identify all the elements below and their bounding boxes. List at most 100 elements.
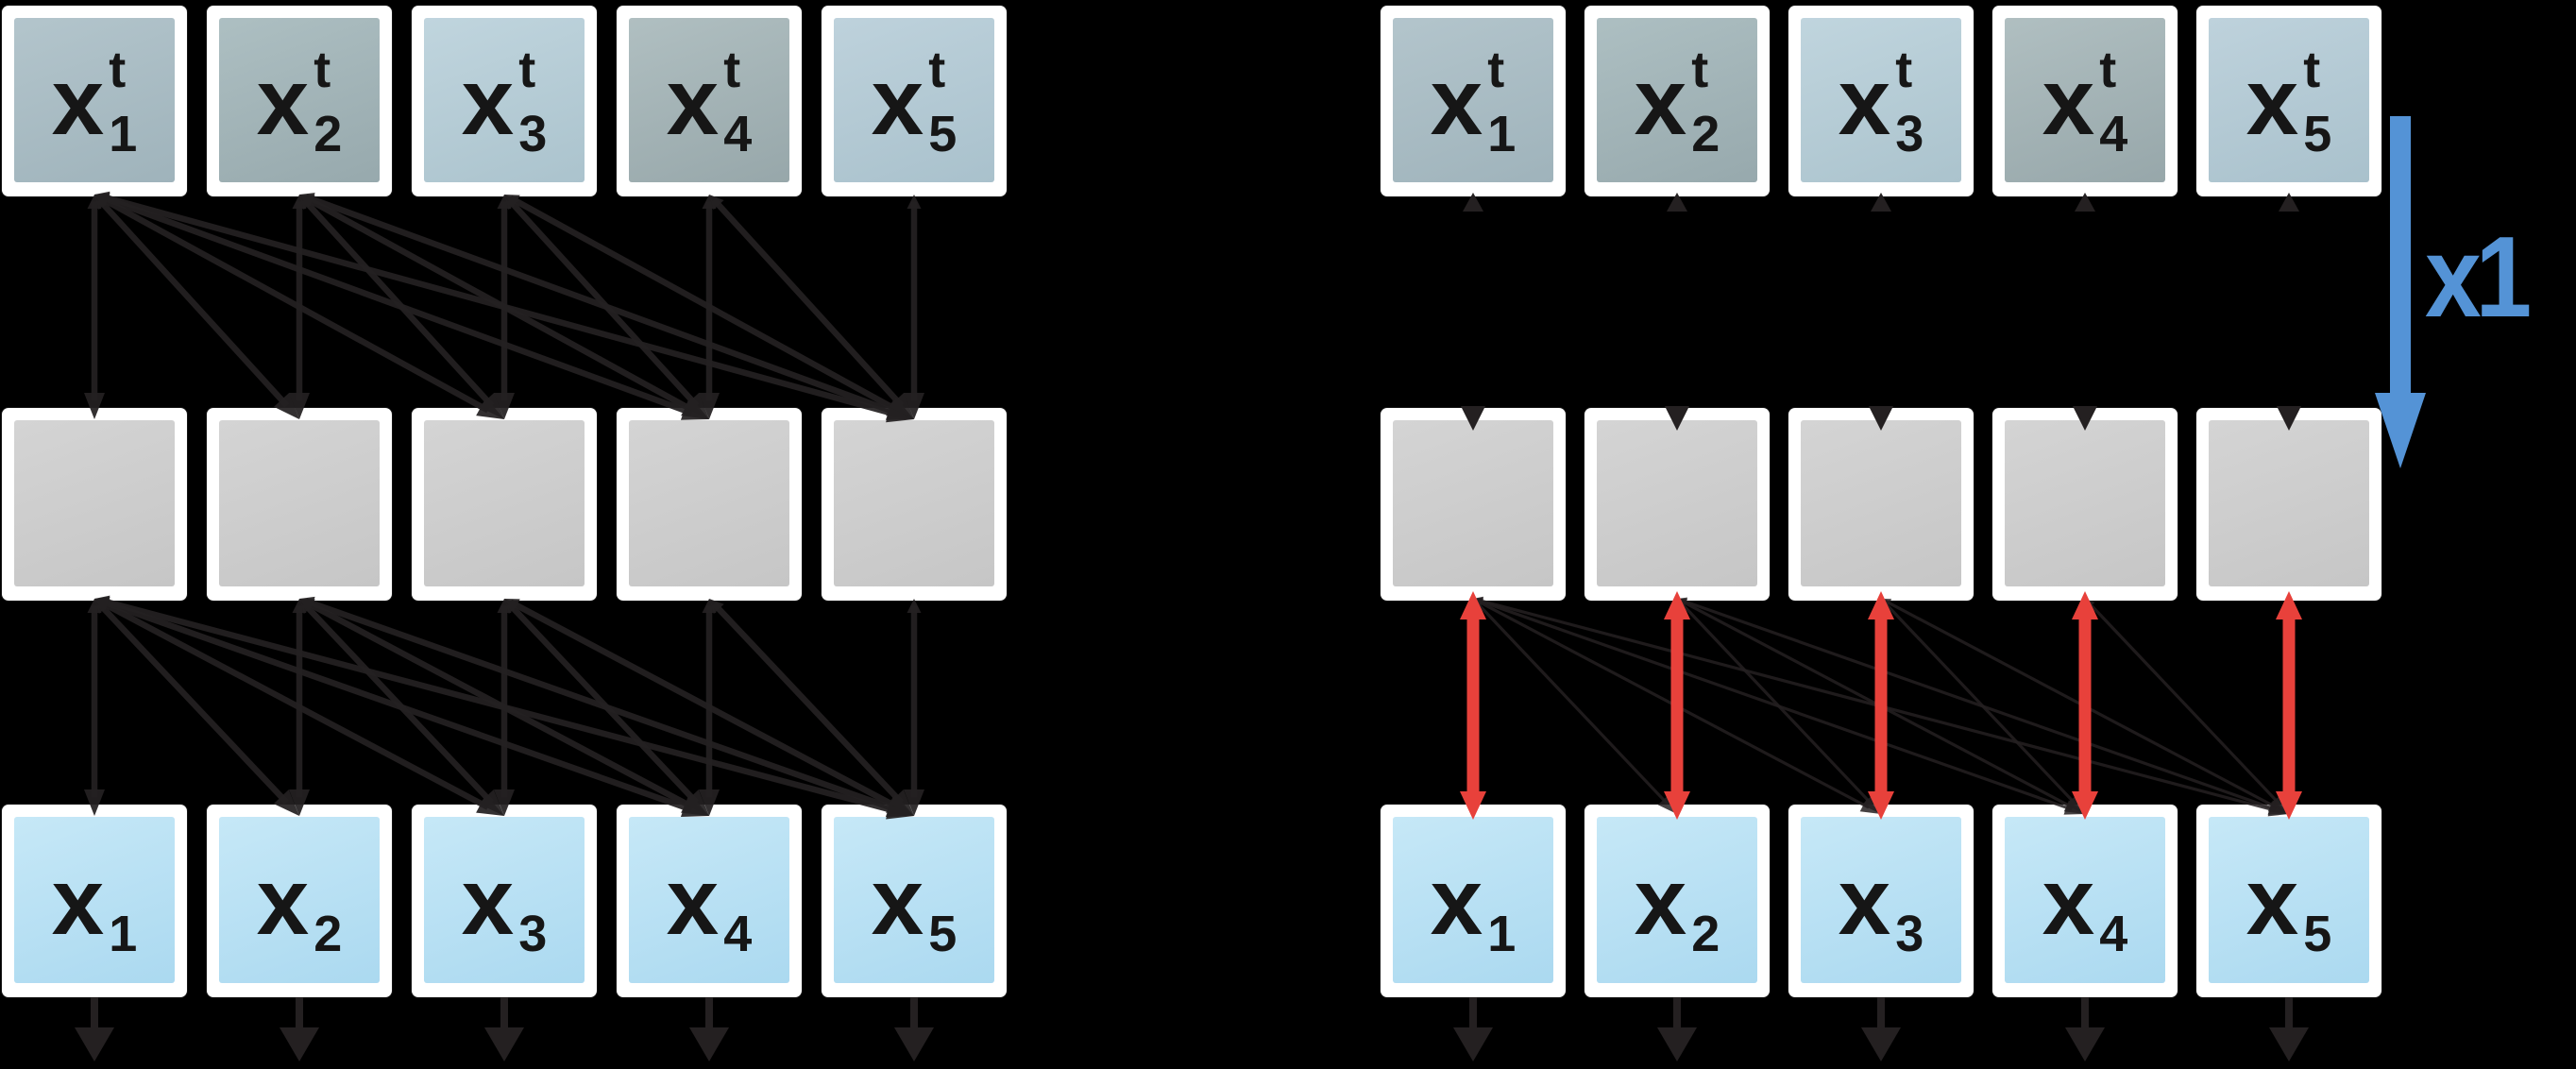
attention-edge: [301, 197, 495, 408]
attention-edge-head: [292, 599, 307, 613]
attention-edge-thin: [1477, 598, 2277, 812]
attention-edge: [100, 193, 897, 417]
attention-edge-head: [87, 599, 102, 613]
layer-step-arrow: [2375, 116, 2426, 468]
output-arrow-head: [2269, 1027, 2309, 1061]
output-arrow-head: [2065, 1027, 2105, 1061]
panel1-middle-card-2: [1585, 408, 1770, 601]
attention-edge-thin: [1681, 599, 2277, 811]
attention-edge-head: [504, 599, 520, 612]
panel0-edges-middle-bottom: [84, 595, 924, 820]
attention-edge: [509, 195, 900, 414]
attention-edge: [99, 598, 693, 813]
attention-edge-head: [87, 195, 102, 209]
attention-edge: [304, 599, 695, 810]
panel0-edges-top-middle: [84, 191, 924, 423]
attention-edge-head: [702, 195, 717, 209]
panel1-output-arrows: [1453, 997, 2309, 1061]
attention-edge-thin: [1883, 601, 2077, 806]
panel1-recurrent-edges: [1460, 591, 2302, 820]
attention-edge-head: [709, 599, 724, 615]
attention-edge-head: [497, 599, 512, 613]
attention-edge-head: [504, 195, 519, 211]
attention-edge: [99, 195, 490, 414]
output-arrow-head: [894, 1027, 934, 1061]
output-arrow-head: [1453, 1027, 1493, 1061]
output-arrow-head: [689, 1027, 729, 1061]
panel1-middle-card-3: [1788, 408, 1974, 601]
attention-edge-head: [292, 195, 307, 209]
output-arrow-head: [484, 1027, 524, 1061]
panel0-middle-card-2: [207, 408, 392, 601]
panel0-middle-card-3-image: [424, 420, 585, 586]
attention-edge-thin: [1680, 599, 2074, 809]
attention-edge-head: [299, 599, 314, 615]
panel1-middle-card-5-image: [2209, 420, 2369, 586]
attention-edge-head: [709, 195, 724, 211]
attention-edge-head: [299, 195, 314, 211]
attention-edge-head: [907, 599, 922, 613]
output-arrow-head: [75, 1027, 114, 1061]
output-arrow-head: [1861, 1027, 1901, 1061]
panel1-edges-middle-bottom-diagonal: [1473, 596, 2289, 817]
attention-edge-head: [94, 599, 110, 612]
attention-edge-head: [504, 195, 520, 208]
panel1-middle-card-5: [2196, 408, 2381, 601]
panel0-middle-card-4: [617, 408, 802, 601]
attention-edge-head: [94, 195, 110, 208]
panel1-middle-card-4-image: [2005, 420, 2165, 586]
attention-edge-head: [299, 599, 315, 612]
attention-edge-thin: [1475, 601, 1669, 806]
step-arrow-head: [2375, 393, 2426, 468]
attention-edge: [99, 599, 490, 810]
attention-edge-thin: [2087, 601, 2281, 806]
attention-edge: [711, 197, 905, 408]
panel1-middle-card-3-image: [1801, 420, 1961, 586]
attention-edge: [711, 602, 904, 805]
panel0-middle-card-5: [822, 408, 1007, 601]
attention-edge-head: [702, 599, 717, 613]
attention-edge: [301, 602, 494, 805]
layer-step-label: x1: [2425, 212, 2532, 341]
attention-edge-thin: [1476, 599, 1870, 809]
output-arrow-head: [1657, 1027, 1697, 1061]
attention-edge-thin: [1884, 599, 2278, 809]
